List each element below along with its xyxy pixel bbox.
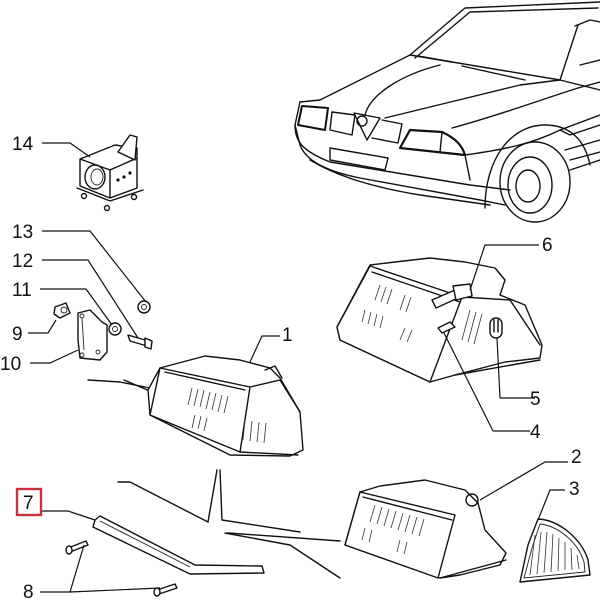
- callout-1[interactable]: 1: [282, 325, 293, 346]
- callout-3[interactable]: 3: [569, 479, 580, 500]
- callout-6[interactable]: 6: [542, 235, 553, 256]
- screw-illustration: [65, 540, 178, 597]
- headlamp-assembly-2-illustration: [344, 479, 507, 579]
- callout-5[interactable]: 5: [530, 389, 541, 410]
- callout-2[interactable]: 2: [571, 447, 582, 468]
- callout-10[interactable]: 10: [0, 354, 21, 375]
- car-illustration: [294, 1, 600, 223]
- trim-strip-illustration: [92, 469, 341, 579]
- headlamp-assembly-1-illustration: [87, 355, 304, 457]
- leader-lines: [28, 142, 568, 593]
- callout-14[interactable]: 14: [12, 134, 34, 155]
- callout-13[interactable]: 13: [12, 222, 33, 243]
- callout-7[interactable]: 7: [23, 493, 34, 514]
- side-indicor-lens-illustration: [519, 518, 591, 583]
- bracket-hardware-illustration: [53, 300, 153, 361]
- callout-11[interactable]: 11: [12, 280, 32, 301]
- callout-12[interactable]: 12: [12, 251, 33, 272]
- headlamp-with-bulbs-illustration: [336, 257, 543, 383]
- callout-8[interactable]: 8: [23, 582, 34, 600]
- callout-9[interactable]: 9: [12, 324, 23, 345]
- highlight-box: [15, 487, 43, 517]
- adjuster-motor-illustration: [76, 134, 144, 212]
- callouts: 14 13 12 11 9 10 1 6 5 4 2 3 7 8: [0, 134, 582, 600]
- callout-4[interactable]: 4: [530, 422, 541, 443]
